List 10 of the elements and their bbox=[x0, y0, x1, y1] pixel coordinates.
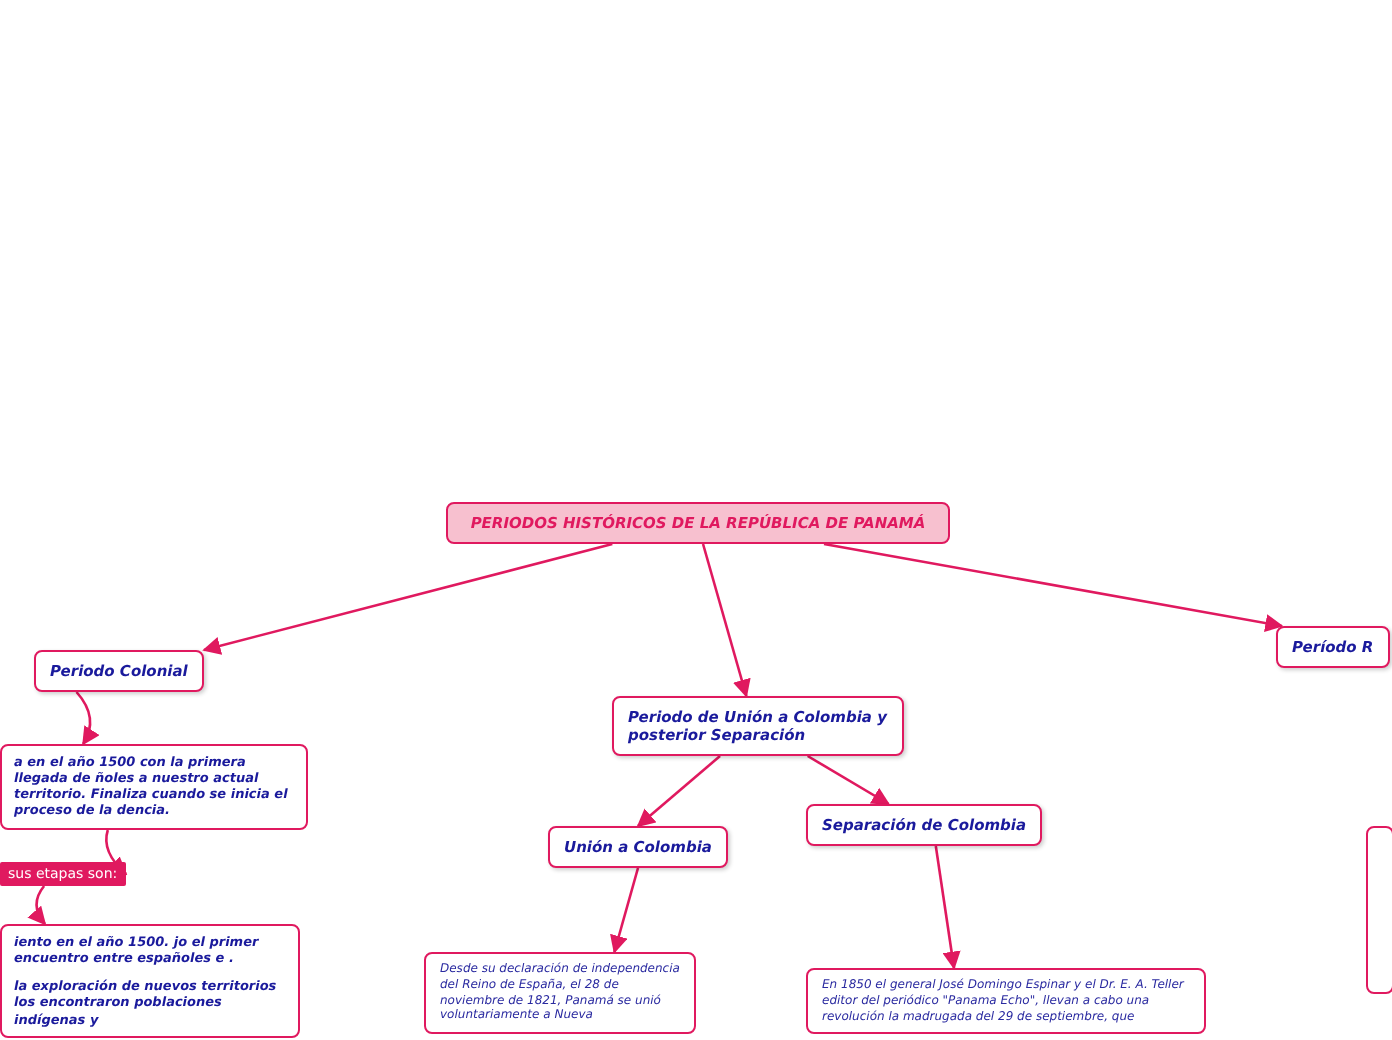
arrow bbox=[934, 845, 961, 970]
arrow bbox=[202, 542, 613, 655]
arrow bbox=[701, 543, 751, 698]
arrow bbox=[636, 755, 721, 828]
arrow bbox=[27, 885, 47, 926]
description-box bbox=[1366, 826, 1392, 994]
arrow bbox=[610, 867, 640, 954]
arrow bbox=[75, 691, 100, 746]
arrow bbox=[823, 542, 1284, 633]
arrow bbox=[806, 754, 891, 806]
